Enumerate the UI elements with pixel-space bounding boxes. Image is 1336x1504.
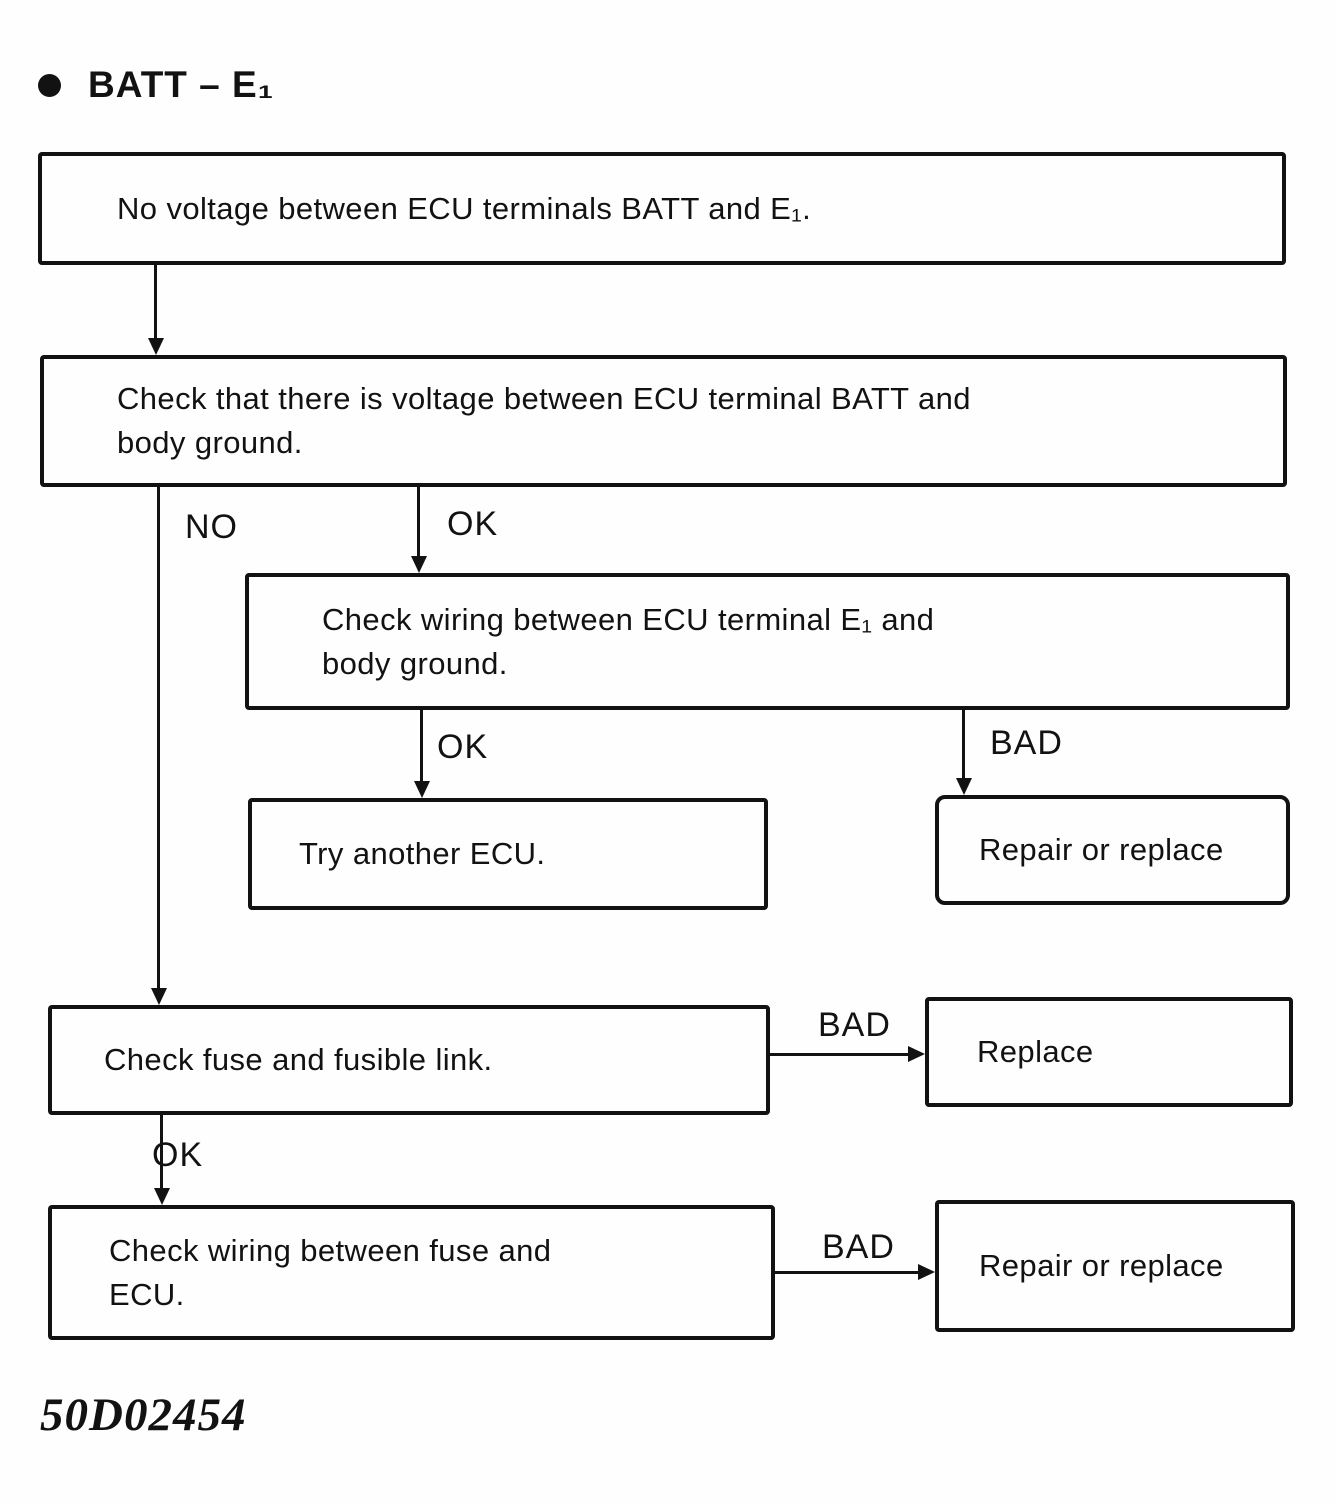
flow-node-check-wiring-e1-text: Check wiring between ECU terminal E₁ and… — [322, 601, 935, 681]
branch-label-ok-3: OK — [152, 1136, 204, 1174]
flow-node-try-another-ecu-text: Try another ECU. — [299, 836, 546, 871]
branch-label-bad-2: BAD — [818, 1006, 891, 1044]
branch-label-ok-1: OK — [447, 505, 499, 543]
flow-node-repair-or-replace-top: Repair or replace — [935, 795, 1290, 905]
flow-node-check-wiring-fuse: Check wiring between fuse and ECU. — [48, 1205, 775, 1340]
arrowhead-down-icon — [154, 1188, 170, 1205]
branch-label-bad-3: BAD — [822, 1228, 895, 1266]
arrowhead-down-icon — [956, 778, 972, 795]
flow-node-check-fuse-text: Check fuse and fusible link. — [104, 1042, 493, 1077]
branch-label-no: NO — [185, 508, 238, 546]
flow-node-check-batt-voltage-text: Check that there is voltage between ECU … — [117, 381, 971, 460]
flow-node-repair-or-replace-bottom-text: Repair or replace — [979, 1248, 1224, 1283]
connector-bad-to-repair-top — [962, 710, 965, 779]
connector-no-to-check-fuse — [157, 487, 160, 989]
flow-node-try-another-ecu: Try another ECU. — [248, 798, 768, 910]
connector-start-to-check-batt — [154, 265, 157, 341]
flow-node-repair-or-replace-top-text: Repair or replace — [979, 832, 1224, 867]
flow-node-replace-text: Replace — [977, 1034, 1094, 1069]
flow-node-start-text: No voltage between ECU terminals BATT an… — [117, 190, 812, 226]
connector-ok-to-try-ecu — [420, 710, 423, 782]
connector-ok-to-check-wiring-fuse — [160, 1115, 163, 1190]
section-heading: BATT – E₁ — [38, 64, 274, 106]
bullet-icon — [38, 73, 61, 97]
flow-node-start: No voltage between ECU terminals BATT an… — [38, 152, 1286, 265]
arrowhead-down-icon — [148, 338, 164, 355]
arrowhead-down-icon — [151, 988, 167, 1005]
flow-node-check-fuse: Check fuse and fusible link. — [48, 1005, 770, 1115]
connector-ok-to-check-wiring-e1 — [417, 487, 420, 557]
arrowhead-right-icon — [918, 1264, 935, 1280]
flow-node-repair-or-replace-bottom: Repair or replace — [935, 1200, 1295, 1332]
flow-node-check-wiring-e1: Check wiring between ECU terminal E₁ and… — [245, 573, 1290, 710]
flow-node-replace: Replace — [925, 997, 1293, 1107]
arrowhead-right-icon — [908, 1046, 925, 1062]
branch-label-ok-2: OK — [437, 728, 489, 766]
connector-bad-to-replace — [770, 1053, 910, 1056]
branch-label-bad-1: BAD — [990, 724, 1063, 762]
flow-node-check-wiring-fuse-text: Check wiring between fuse and ECU. — [109, 1232, 552, 1312]
arrowhead-down-icon — [414, 781, 430, 798]
arrowhead-down-icon — [411, 556, 427, 573]
section-title: BATT – E₁ — [88, 64, 275, 105]
figure-code: 50D02454 — [40, 1389, 247, 1441]
connector-bad-to-repair-bottom — [775, 1271, 920, 1274]
flow-node-check-batt-voltage: Check that there is voltage between ECU … — [40, 355, 1287, 487]
